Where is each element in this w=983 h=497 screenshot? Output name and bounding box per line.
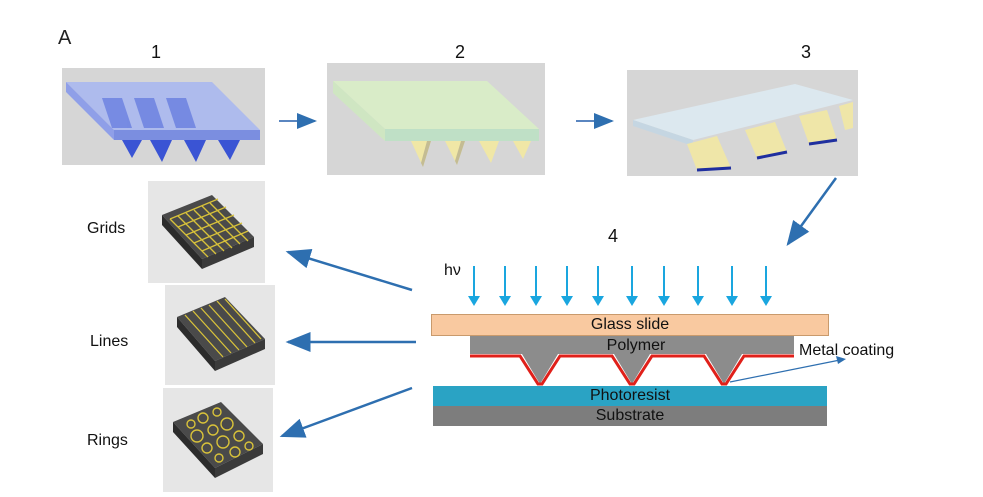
- arrow-4-to-rings: [279, 386, 413, 438]
- substrate-label: Substrate: [595, 407, 665, 424]
- lines-label: Lines: [90, 333, 129, 350]
- grid-pattern-chip: [162, 195, 254, 269]
- metal-coating-pointer: [729, 359, 841, 383]
- metal-coating-label: Metal coating: [799, 342, 895, 359]
- step-1-image: [62, 68, 265, 165]
- step-3-label: 3: [801, 42, 812, 62]
- step-1-label: 1: [151, 42, 162, 62]
- panel-label: A: [58, 27, 72, 49]
- glass-slide-label: Glass slide: [590, 316, 670, 333]
- step-2-image: [327, 63, 545, 175]
- step-2-label: 2: [455, 42, 466, 62]
- metal-coating: [470, 354, 794, 386]
- light-label: hν: [444, 262, 461, 279]
- photoresist-layer: Photoresist: [433, 386, 827, 406]
- lines-pattern-image: [165, 285, 275, 385]
- glass-slide-layer: Glass slide: [431, 314, 829, 336]
- ring-pattern-chip: [173, 402, 263, 478]
- grids-label: Grids: [87, 220, 126, 237]
- arrow-4-to-grids: [285, 249, 413, 292]
- step-3-image: [627, 70, 858, 176]
- blue-mold-illustration: [66, 82, 260, 162]
- polymer-label: Polymer: [606, 337, 666, 354]
- polymer-layer: [470, 336, 794, 384]
- step-4-label: 4: [608, 226, 619, 246]
- grids-pattern-image: [148, 181, 265, 283]
- line-pattern-chip: [177, 297, 265, 371]
- flipped-mold-illustration: [633, 84, 853, 172]
- coated-mold-illustration: [333, 81, 539, 167]
- rings-pattern-image: [163, 388, 273, 492]
- arrow-3-to-4: [786, 177, 838, 247]
- photoresist-label: Photoresist: [589, 387, 671, 404]
- substrate-layer: Substrate: [433, 406, 827, 426]
- rings-label: Rings: [87, 432, 128, 449]
